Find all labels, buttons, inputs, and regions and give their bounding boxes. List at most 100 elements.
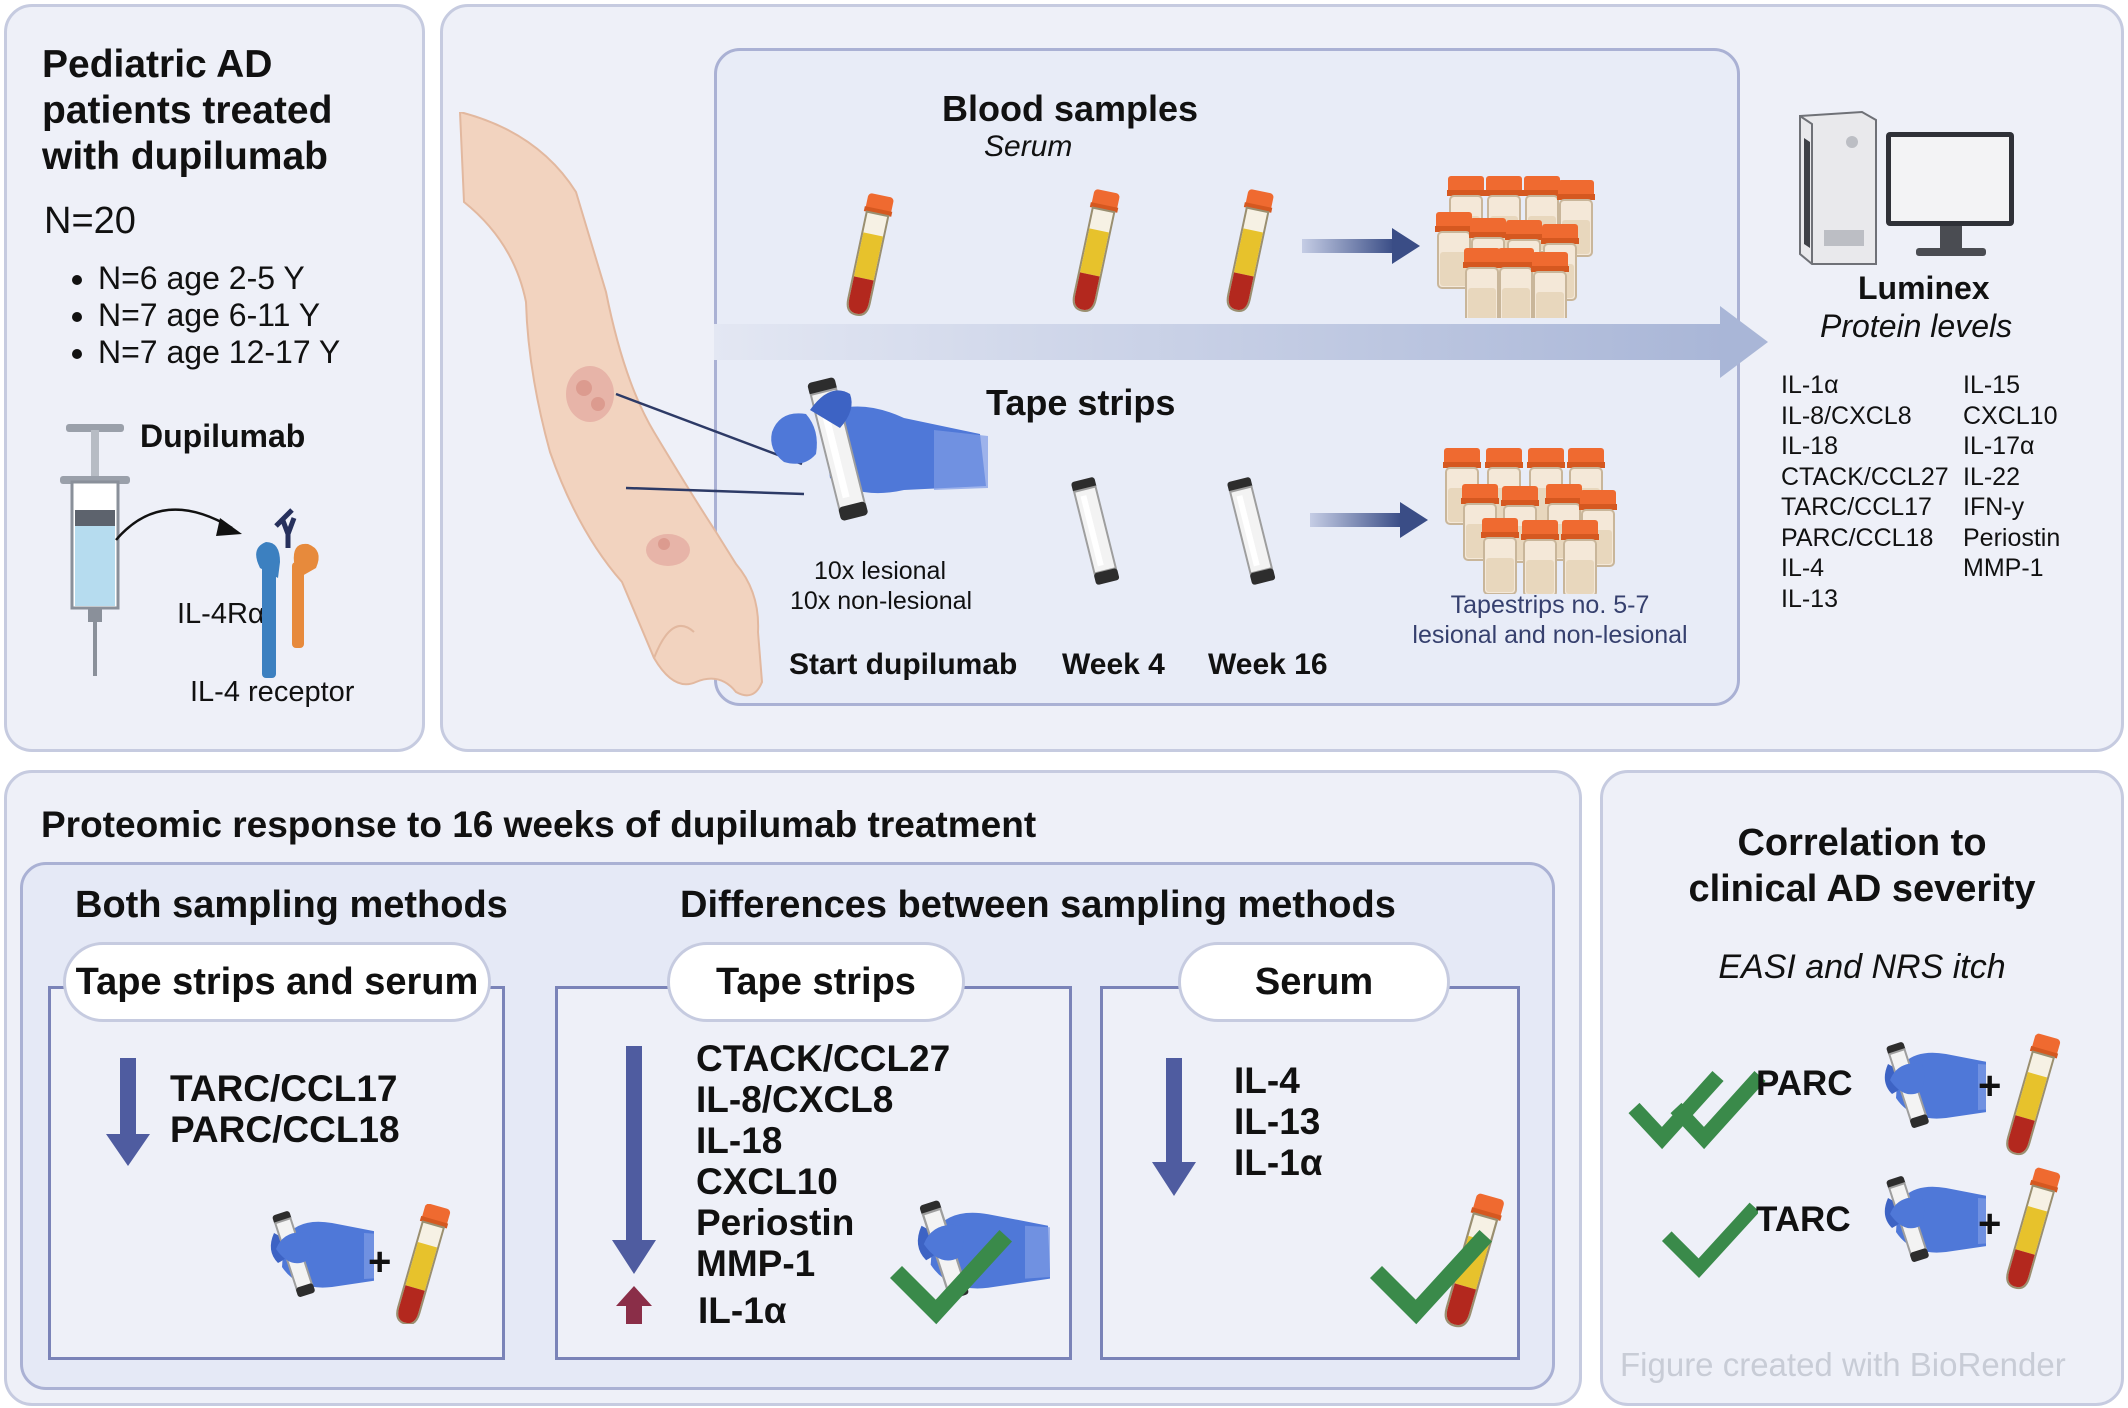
luminex-title: Luminex (1858, 270, 1990, 306)
luminex-marker: IFN-y (1963, 493, 2025, 521)
differences-heading: Differences between sampling methods (680, 884, 1396, 926)
correlation-title-line: clinical AD severity (1688, 868, 2036, 910)
tarc-plus-sign: + (1978, 1202, 2002, 1246)
tape-strips-title: Tape strips (986, 382, 1176, 423)
parc-plus-sign: + (1978, 1064, 2002, 1108)
correlation-subtitle: EASI and NRS itch (1718, 948, 2006, 986)
timepoint-start-label: Start dupilumab (789, 648, 1018, 681)
tapestrip-note-line: lesional and non-lesional (1412, 621, 1688, 649)
tape-down-marker: CXCL10 (696, 1161, 838, 1202)
tarc-label: TARC (1756, 1200, 1851, 1239)
age-group-item: N=7 age 6-11 Y (98, 297, 340, 334)
tape-count-label: 10x lesional 10x non-lesional (790, 556, 972, 616)
syringe-icon (60, 424, 130, 676)
receptor-alpha-label: IL-4Rα (177, 598, 265, 630)
tapestrip-vials-icon (1442, 447, 1618, 594)
receptor-label: IL-4 receptor (190, 676, 355, 708)
both-down-marker: PARC/CCL18 (170, 1109, 400, 1150)
patients-title-line: patients treated (42, 89, 333, 132)
both-blood-tube-icon (392, 1204, 452, 1324)
correlation-title-line: Correlation to (1737, 822, 1987, 864)
timepoint-week4-label: Week 4 (1062, 648, 1165, 681)
biorender-credit: Figure created with BioRender (1620, 1346, 2066, 1383)
tape-down-markers: CTACK/CCL27 IL-8/CXCL8 IL-18 CXCL10 Peri… (696, 1038, 950, 1284)
luminex-marker: CXCL10 (1963, 401, 2058, 430)
luminex-marker: Periostin (1963, 523, 2061, 552)
tapestrip-arrow-icon (1310, 502, 1428, 538)
both-methods-pill: Tape strips and serum (63, 942, 491, 1022)
age-group-list: N=6 age 2-5 Y N=7 age 6-11 Y N=7 age 12-… (32, 260, 340, 371)
serum-arrow-icon (1302, 228, 1420, 264)
patients-title-line: Pediatric AD (42, 43, 273, 86)
tape-down-arrow (612, 1046, 656, 1274)
both-down-markers: TARC/CCL17 PARC/CCL18 (170, 1068, 400, 1150)
luminex-marker: IL-8/CXCL8 (1781, 401, 1912, 430)
timeline-arrow (714, 324, 1724, 360)
luminex-marker: CTACK/CCL27 (1781, 462, 1949, 491)
blood-tube-week4-icon (1067, 187, 1123, 315)
tape-count-line: 10x lesional (813, 557, 947, 585)
proteomic-title: Proteomic response to 16 weeks of dupilu… (41, 804, 1037, 845)
arm-illustration (458, 112, 764, 697)
patients-n-total: N=20 (44, 200, 136, 242)
luminex-marker: MMP-1 (1963, 554, 2044, 582)
patients-title: Pediatric AD patients treated with dupil… (42, 42, 332, 180)
tape-check-icon (890, 1228, 1020, 1338)
tapestrip-note-label: Tapestrips no. 5-7 lesional and non-lesi… (1390, 590, 1710, 650)
luminex-subtitle: Protein levels (1820, 308, 2013, 344)
tarc-check-icon (1658, 1196, 1758, 1286)
blood-tube-week16-icon (1221, 187, 1277, 315)
tape-down-marker: IL-18 (696, 1120, 783, 1161)
age-group-item: N=7 age 12-17 Y (98, 334, 340, 371)
patients-title-line: with dupilumab (42, 135, 328, 178)
luminex-marker: PARC/CCL18 (1781, 523, 1934, 552)
correlation-title: Correlation to clinical AD severity (1600, 820, 2124, 912)
age-group-item: N=6 age 2-5 Y (98, 260, 340, 297)
luminex-computer-icon (1799, 110, 2014, 265)
blood-samples-subtitle: Serum (984, 130, 1073, 163)
serum-down-markers: IL-4 IL-13 IL-1α (1234, 1060, 1323, 1183)
tape-down-marker: CTACK/CCL27 (696, 1038, 951, 1079)
blood-samples-title: Blood samples (942, 88, 1199, 129)
luminex-marker: TARC/CCL17 (1781, 493, 1932, 521)
both-plus-sign: + (368, 1240, 392, 1284)
il4-receptor-icon (256, 508, 319, 678)
tape-up-arrow (616, 1286, 652, 1324)
serum-down-marker: IL-1α (1234, 1142, 1323, 1183)
serum-down-arrow (1152, 1058, 1196, 1196)
tarc-blood-tube-icon (2002, 1166, 2062, 1290)
serum-vials-icon (1434, 175, 1596, 318)
parc-glove-icon (1883, 1040, 1986, 1130)
tape-up-marker: IL-1α (698, 1290, 787, 1331)
injection-arrow-icon (115, 508, 242, 541)
blood-tube-start-icon (841, 191, 897, 319)
luminex-markers-col1: IL-1α IL-8/CXCL8 IL-18 CTACK/CCL27 TARC/… (1781, 370, 1949, 614)
tape-down-marker: MMP-1 (696, 1243, 816, 1284)
timepoint-week16-label: Week 16 (1208, 648, 1328, 681)
tarc-glove-icon (1883, 1174, 1986, 1264)
luminex-marker: IL-22 (1963, 462, 2020, 491)
timeline-arrowhead (1720, 306, 1768, 378)
tape-down-marker: IL-8/CXCL8 (696, 1079, 894, 1120)
luminex-marker: IL-4 (1781, 554, 1825, 582)
tape-strips-pill: Tape strips (667, 942, 965, 1022)
glove-tape-strip-icon (771, 377, 988, 521)
tape-strip-week4-icon (1069, 475, 1121, 587)
both-glove-icon (269, 1210, 374, 1299)
luminex-marker: IL-18 (1781, 432, 1838, 460)
both-down-marker: TARC/CCL17 (170, 1068, 398, 1109)
both-methods-heading: Both sampling methods (75, 884, 508, 926)
luminex-marker: IL-15 (1963, 371, 2020, 399)
drug-label: Dupilumab (140, 418, 306, 454)
serum-check-icon (1370, 1228, 1500, 1338)
serum-down-marker: IL-13 (1234, 1101, 1321, 1142)
serum-down-marker: IL-4 (1234, 1060, 1300, 1101)
parc-label: PARC (1756, 1064, 1853, 1103)
tape-strip-week16-icon (1225, 475, 1277, 587)
tapestrip-note-line: Tapestrips no. 5-7 (1450, 591, 1650, 619)
parc-double-check-icon (1626, 1056, 1766, 1156)
patients-panel (4, 4, 425, 752)
luminex-markers-col2: IL-15 CXCL10 IL-17α IL-22 IFN-y Periosti… (1963, 370, 2060, 584)
luminex-marker: IL-1α (1781, 371, 1839, 399)
luminex-marker: IL-13 (1781, 584, 1838, 613)
